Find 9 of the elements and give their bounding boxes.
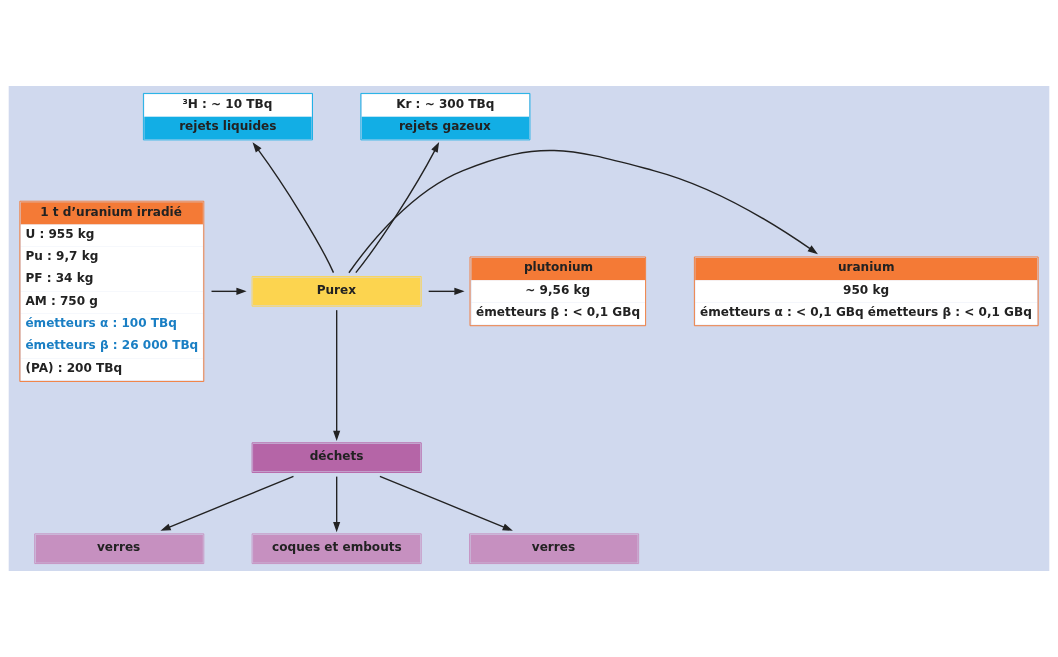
arrow (355, 141, 440, 274)
arrow (160, 475, 295, 531)
arrow (333, 475, 341, 533)
arrow (379, 475, 513, 531)
arrow (252, 142, 335, 274)
arrow (427, 287, 465, 295)
arrow (333, 309, 341, 441)
arrow (348, 149, 818, 274)
arrow (210, 287, 247, 295)
